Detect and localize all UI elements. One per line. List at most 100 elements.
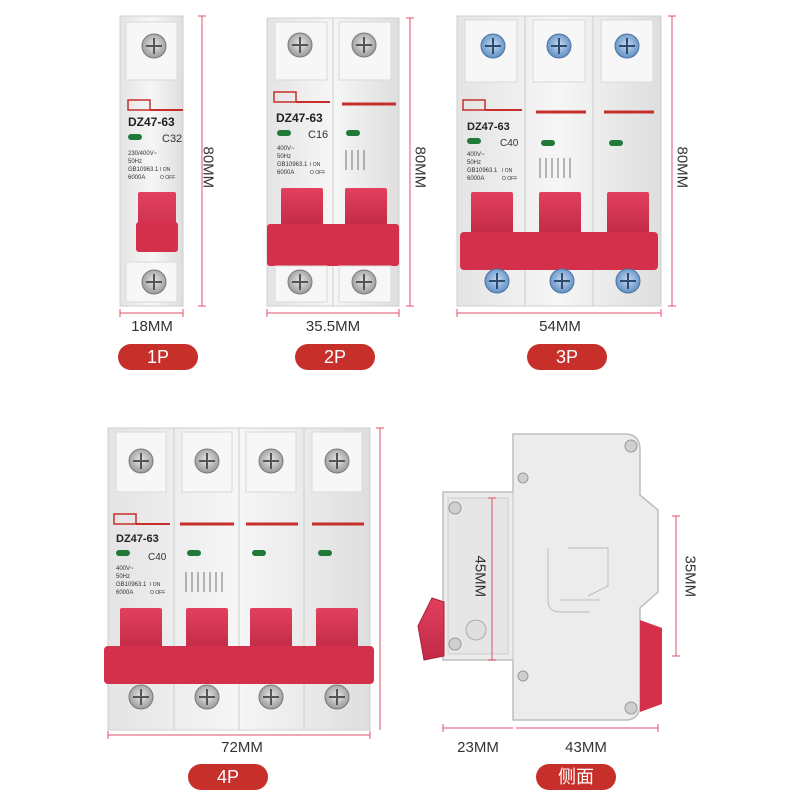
indicator-light [187,550,201,556]
model-label: DZ47-63 [128,115,175,129]
spec-line: 400V~ [277,146,295,152]
brand-logo [462,99,522,111]
indicator-light [541,140,555,146]
spec-line: 6000A [467,176,484,182]
pivot-icon [465,619,487,641]
toggle-handle [120,608,162,652]
indicator-light [609,140,623,146]
spec-line: 230/400V~ [128,151,158,157]
spec-line: 400V~ [116,566,134,572]
rating-label: C40 [500,138,519,149]
screw-icon [128,684,154,710]
breaker-side-view [417,433,680,732]
width-label-1p: 18MM [131,318,173,335]
badge-3p: 3P [527,344,607,370]
screw-icon [615,268,641,294]
brand-logo [113,513,170,525]
rating-label: C32 [162,133,182,145]
indicator-light [277,130,291,136]
indicator-light [467,138,481,144]
rating-label: C40 [148,552,167,563]
screw-icon [324,684,350,710]
switch-off-label: O OFF [150,590,165,596]
indicator-light [346,130,360,136]
spec-line: 6000A [277,170,294,176]
switch-off-label: O OFF [160,175,175,181]
side-inner-height-label: 45MM [471,555,489,598]
rivet-icon [624,439,638,453]
toggle-handle [281,188,323,228]
spec-line: 50Hz [467,160,481,166]
toggle-handle [607,192,649,236]
side-total-depth-label: 43MM [565,739,607,756]
breaker-2p: DZ47-63 C16 400V~ 50Hz GB10963.1 6000A I… [266,17,414,317]
brand-logo [273,91,330,103]
height-label-2p: 80MM [411,146,429,189]
brand-logo [127,99,183,111]
spec-line: 6000A [128,175,145,181]
breaker-4p: DZ47-63 C40 400V~ 50Hz GB10963.1 6000A I… [104,427,384,739]
toggle-handle [250,608,292,652]
rivet-icon [624,701,638,715]
switch-on-label: I ON [502,168,513,174]
height-label-3p: 80MM [673,146,691,189]
screw-icon [480,33,506,59]
rivet-icon [517,670,529,682]
width-label-3p: 54MM [539,318,581,335]
spec-line: 400V~ [467,152,485,158]
screw-icon [546,33,572,59]
side-outer-height-label: 35MM [681,555,699,598]
breaker-1p: DZ47-63 C32 230/400V~ 50Hz GB10963.1 600… [119,15,206,317]
switch-on-label: I ON [150,582,161,588]
rivet-icon [448,501,462,515]
screw-icon [484,268,510,294]
screw-icon [351,269,377,295]
toggle-handle [539,192,581,236]
embossed-diagram [547,547,609,613]
indicator-light [252,550,266,556]
model-label: DZ47-63 [116,533,159,545]
height-label-1p: 80MM [199,146,217,189]
toggle-handle [186,608,228,652]
width-label-2p: 35.5MM [305,318,361,335]
tie-bar [460,232,658,270]
screw-icon [194,448,220,474]
screw-icon [351,32,377,58]
breaker-3p: DZ47-63 C40 400V~ 50Hz GB10963.1 6000A I… [456,15,676,317]
wiring-symbol [539,158,571,178]
screw-icon [141,33,167,59]
width-label-4p: 72MM [221,739,263,756]
toggle-handle [471,192,513,236]
tie-bar [267,224,399,266]
switch-on-label: I ON [160,167,171,173]
tie-bar [104,646,374,684]
switch-off-label: O OFF [310,170,325,176]
rating-label: C16 [308,129,328,141]
screw-icon [194,684,220,710]
rivet-icon [448,637,462,651]
spec-line: 50Hz [128,159,142,165]
spec-line: GB10963.1 [128,167,159,173]
spec-line: 6000A [116,590,133,596]
wiring-symbol [185,572,223,592]
badge-1p: 1P [118,344,198,370]
screw-icon [258,448,284,474]
wiring-symbol [345,150,365,170]
screw-icon [549,268,575,294]
model-label: DZ47-63 [467,121,510,133]
indicator-light [128,134,142,140]
badge-2p: 2P [295,344,375,370]
side-base-depth-label: 23MM [457,739,499,756]
badge-side-view: 侧面 [536,764,616,790]
indicator-light [318,550,332,556]
spec-line: 50Hz [116,574,130,580]
spec-line: GB10963.1 [467,168,498,174]
switch-off-label: O OFF [502,176,517,182]
screw-icon [324,448,350,474]
indicator-light [116,550,130,556]
rivet-icon [517,472,529,484]
spec-line: 50Hz [277,154,291,160]
spec-line: GB10963.1 [277,162,308,168]
badge-4p: 4P [188,764,268,790]
